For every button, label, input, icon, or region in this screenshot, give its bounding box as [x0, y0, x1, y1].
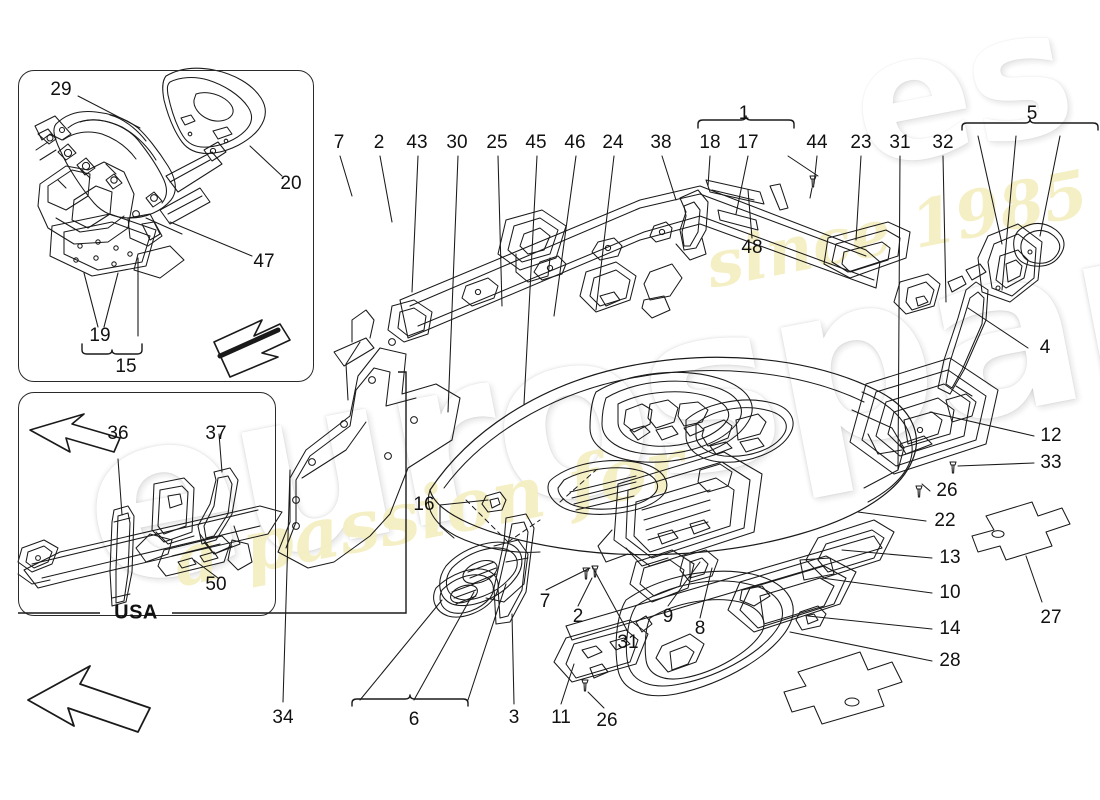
inset-box-usa — [18, 392, 276, 616]
callout-45: 45 — [525, 132, 547, 153]
callout-46: 46 — [564, 132, 586, 153]
callout-2: 2 — [373, 132, 385, 153]
callout-26: 26 — [596, 710, 618, 731]
callout-34: 34 — [272, 707, 294, 728]
callout-9: 9 — [662, 606, 674, 627]
inset2-artwork — [17, 413, 283, 607]
callout-27: 27 — [1040, 607, 1062, 628]
callout-29: 29 — [50, 79, 72, 100]
inset1-artwork — [34, 67, 291, 378]
callout-24: 24 — [602, 132, 624, 153]
callout-19: 19 — [89, 325, 111, 346]
callout-48: 48 — [741, 237, 763, 258]
callout-6: 6 — [408, 709, 420, 730]
callout-32: 32 — [932, 132, 954, 153]
callout-11: 11 — [551, 707, 571, 728]
main-assembly-artwork — [27, 175, 1071, 733]
callout-44: 44 — [806, 132, 828, 153]
callout-26: 26 — [936, 480, 958, 501]
callout-20: 20 — [280, 173, 302, 194]
callout-usa: USA — [114, 601, 158, 624]
callout-31: 31 — [889, 132, 911, 153]
callout-15: 15 — [115, 356, 137, 377]
callout-8: 8 — [694, 618, 706, 639]
callout-2: 2 — [572, 606, 584, 627]
callout-23: 23 — [850, 132, 872, 153]
callout-5: 5 — [1026, 103, 1038, 124]
callout-14: 14 — [939, 618, 961, 639]
callout-50: 50 — [205, 574, 227, 595]
callout-31: 31 — [617, 632, 639, 653]
callout-16: 16 — [413, 494, 435, 515]
callout-28: 28 — [939, 650, 961, 671]
callout-4: 4 — [1039, 337, 1051, 358]
callout-12: 12 — [1040, 425, 1062, 446]
callout-36: 36 — [107, 423, 129, 444]
callout-22: 22 — [934, 510, 956, 531]
callout-1: 1 — [738, 103, 750, 124]
leader-lines — [77, 95, 1099, 709]
callout-3: 3 — [508, 707, 520, 728]
callout-17: 17 — [737, 132, 759, 153]
callout-38: 38 — [650, 132, 672, 153]
inset-box-steering — [18, 70, 314, 382]
callout-33: 33 — [1040, 452, 1062, 473]
callout-37: 37 — [205, 423, 227, 444]
callout-7: 7 — [333, 132, 345, 153]
callout-10: 10 — [939, 582, 961, 603]
callout-7: 7 — [539, 591, 551, 612]
callout-43: 43 — [406, 132, 428, 153]
callout-13: 13 — [939, 547, 961, 568]
callout-47: 47 — [253, 251, 275, 272]
callout-30: 30 — [446, 132, 468, 153]
callout-18: 18 — [699, 132, 721, 153]
callout-25: 25 — [486, 132, 508, 153]
